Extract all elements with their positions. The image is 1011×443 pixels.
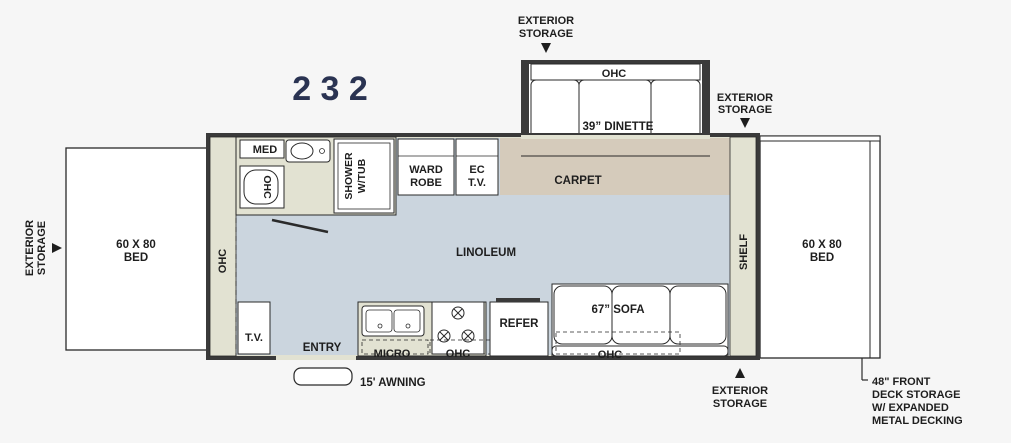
dinette-label: 39” DINETTE [583, 121, 654, 133]
left-bed-tent [65, 147, 211, 351]
ext-storage-top-2: STORAGE [519, 28, 573, 40]
carpet-label: CARPET [554, 175, 601, 187]
left-ohc-strip [209, 136, 237, 357]
front-deck-2: DECK STORAGE [872, 389, 960, 401]
wardrobe-label-1: WARD [409, 164, 443, 176]
left-bed-label: BED [124, 252, 148, 264]
sofa-ohc-label: OHC [598, 349, 623, 361]
ext-storage-top-1: EXTERIOR [518, 15, 574, 27]
awning-label: 15' AWNING [360, 377, 426, 389]
right-bed-tent-rail [759, 135, 881, 142]
med-cabinet [239, 139, 285, 159]
wardrobe [397, 138, 455, 196]
med-label: MED [253, 144, 278, 156]
micro-label: MICRO [374, 348, 411, 360]
sink-basin-right [393, 309, 421, 333]
ext-storage-left-2: STORAGE [36, 221, 48, 275]
entry-label: ENTRY [303, 342, 342, 354]
ext-storage-left-1: EXTERIOR [24, 220, 36, 276]
model-number: 2 3 2 [292, 70, 368, 108]
shower-tub [333, 138, 395, 214]
ext-storage-top-arrow [541, 43, 551, 53]
slideout-ohc: OHC [602, 68, 627, 80]
toilet-ohc-label: OHC [261, 175, 273, 199]
shelf-strip [729, 136, 757, 357]
ec-tv-cabinet [455, 138, 499, 196]
tv-label: T.V. [245, 332, 263, 344]
front-deck-3: W/ EXPANDED [872, 402, 949, 414]
left-bed-size: 60 X 80 [116, 239, 156, 251]
front-deck-1: 48" FRONT [872, 376, 931, 388]
carpet-area [500, 156, 730, 195]
ext-storage-right-1: EXTERIOR [717, 92, 773, 104]
ec-label: EC [469, 164, 484, 176]
left-ohc-label: OHC [217, 249, 229, 274]
sink-faucet [319, 148, 325, 154]
stove-burners [437, 306, 475, 343]
sofa-label: 67” SOFA [591, 304, 644, 316]
ext-storage-left-arrow [52, 243, 62, 253]
refrigerator [489, 301, 549, 357]
bath-door [271, 218, 329, 234]
wardrobe-label-2: ROBE [410, 177, 442, 189]
ec-tv-label: T.V. [468, 177, 486, 189]
stove [431, 301, 485, 355]
sofa-base [551, 345, 729, 357]
micro-outline [361, 339, 429, 355]
carpet-top [500, 138, 730, 156]
ext-storage-bottom-2: STORAGE [713, 398, 767, 410]
front-deck-4: METAL DECKING [872, 415, 963, 427]
sink-basin-left [365, 309, 393, 333]
right-bed-size: 60 X 80 [802, 239, 842, 251]
ext-storage-bottom-1: EXTERIOR [712, 385, 768, 397]
ext-storage-right-arrow [740, 118, 750, 128]
awning [293, 367, 353, 386]
entry-door [276, 356, 356, 360]
tv-cabinet [237, 301, 271, 355]
shower-tub-inner [337, 142, 391, 210]
sofa-ohc-outline [555, 331, 681, 355]
tub-label: W/TUB [356, 158, 368, 193]
toilet [243, 169, 279, 205]
refer-label: REFER [500, 318, 540, 330]
right-bed-tent [759, 135, 881, 359]
kitchen-ohc-label: OHC [446, 348, 471, 360]
sofa-cushion-3 [669, 285, 727, 345]
drain-left [377, 323, 383, 329]
drain-right [405, 323, 411, 329]
linoleum-label: LINOLEUM [456, 247, 516, 259]
shower-label: SHOWER [343, 152, 355, 200]
sink-bowl [290, 142, 314, 160]
refer-vent [496, 298, 540, 302]
ext-storage-bottom-arrow [735, 368, 745, 378]
shelf-label: SHELF [738, 234, 750, 270]
right-bed-label: BED [810, 252, 834, 264]
ext-storage-right-2: STORAGE [718, 104, 772, 116]
